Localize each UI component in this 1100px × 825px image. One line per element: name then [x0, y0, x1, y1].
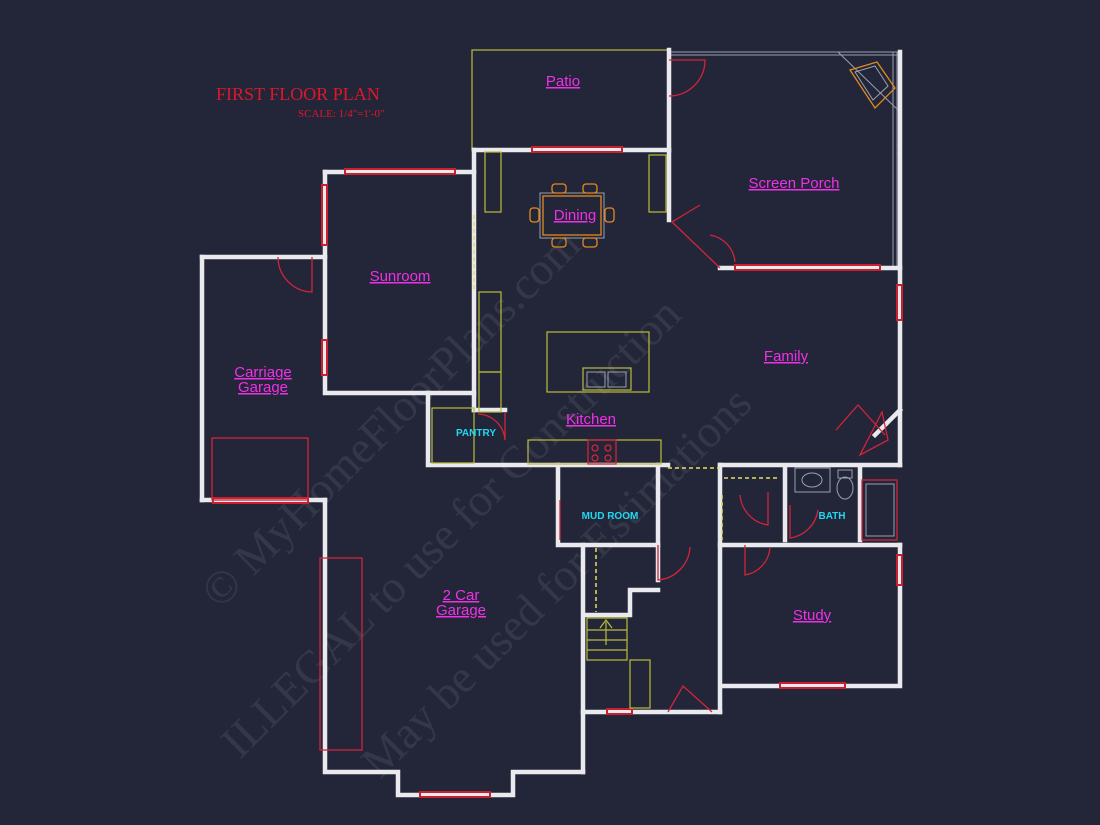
- stairs: [586, 617, 651, 709]
- patio-outline: [471, 49, 670, 151]
- label-carriage-line1: Carriage: [234, 364, 292, 381]
- dining-table: [529, 183, 615, 248]
- label-patio: Patio: [546, 73, 580, 90]
- label-garage-line1: 2 Car: [443, 587, 480, 604]
- screen-porch-outline: [669, 51, 902, 268]
- label-sunroom: Sunroom: [370, 268, 431, 285]
- label-carriage-line2: Garage: [238, 379, 288, 396]
- label-family: Family: [764, 348, 809, 365]
- room-labels: Patio Screen Porch Dining Sunroom Carria…: [234, 73, 845, 624]
- bath-fixtures: [794, 467, 898, 541]
- label-screen-porch: Screen Porch: [749, 175, 840, 192]
- label-kitchen: Kitchen: [566, 411, 616, 428]
- label-bath: BATH: [818, 511, 845, 522]
- label-mud-room: MUD ROOM: [582, 511, 639, 522]
- label-dining: Dining: [554, 207, 597, 224]
- garage-door-outlines: [211, 437, 363, 751]
- label-pantry: PANTRY: [456, 428, 496, 439]
- plan-scale: SCALE: 1/4"=1'-0": [298, 108, 385, 120]
- dashed-openings: [473, 215, 780, 612]
- label-study: Study: [793, 607, 832, 624]
- screen-porch-fireplace: [848, 61, 896, 110]
- plan-title: FIRST FLOOR PLAN: [216, 84, 380, 104]
- kitchen-fixtures: [431, 151, 667, 465]
- doors: [277, 59, 889, 713]
- label-garage-line2: Garage: [436, 602, 486, 619]
